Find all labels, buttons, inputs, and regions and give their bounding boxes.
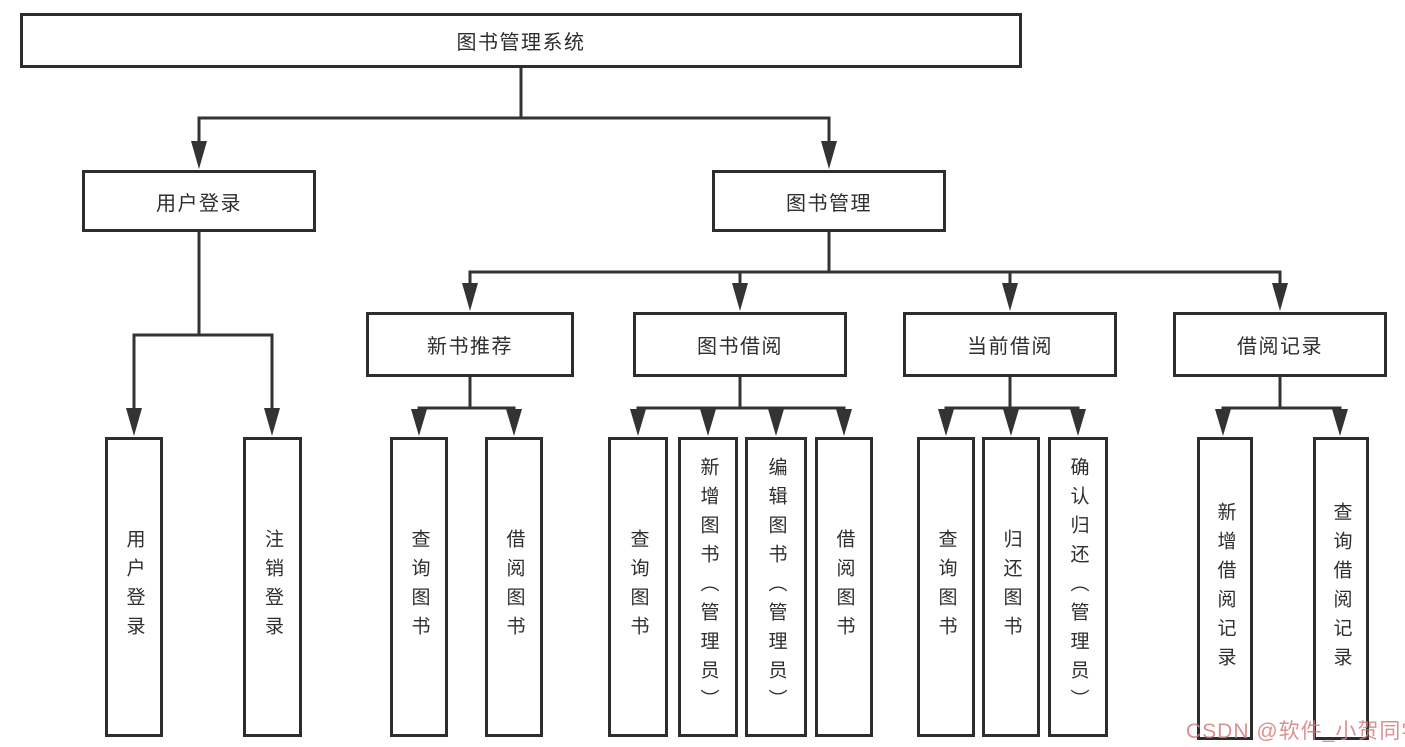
leaf-query-book-current: 查询图书 xyxy=(917,437,975,737)
node-label: 新增借阅记录 xyxy=(1214,501,1236,676)
node-label: 当前借阅 xyxy=(967,336,1053,358)
node-label: 新增图书（管理员） xyxy=(697,456,719,718)
connector-root-to-level2 xyxy=(191,68,837,169)
leaf-borrow-book-recommend: 借阅图书 xyxy=(485,437,543,737)
node-label: 借阅记录 xyxy=(1237,336,1323,358)
node-library-management-system: 图书管理系统 xyxy=(20,13,1022,68)
leaf-confirm-return-admin: 确认归还（管理员） xyxy=(1048,437,1108,737)
leaf-logout: 注销登录 xyxy=(243,437,302,737)
leaf-return-book: 归还图书 xyxy=(982,437,1040,737)
connector-current-borrow-children xyxy=(938,377,1086,436)
leaf-borrow-book: 借阅图书 xyxy=(815,437,873,737)
node-label: 查询图书 xyxy=(408,529,430,645)
leaf-edit-book-admin: 编辑图书（管理员） xyxy=(745,437,807,737)
node-label: 新书推荐 xyxy=(427,336,513,358)
node-user-login: 用户登录 xyxy=(82,170,316,232)
node-label: 查询图书 xyxy=(935,529,957,645)
node-label: 查询图书 xyxy=(627,529,649,645)
node-label: 归还图书 xyxy=(1000,529,1022,645)
connector-book-borrow-children xyxy=(630,377,852,436)
node-label: 确认归还（管理员） xyxy=(1067,456,1089,718)
node-label: 图书管理 xyxy=(786,192,872,215)
connector-user-login-children xyxy=(126,232,280,436)
node-book-borrow: 图书借阅 xyxy=(633,312,847,377)
connector-book-management-children xyxy=(462,232,1288,311)
leaf-query-borrow-record: 查询借阅记录 xyxy=(1313,437,1369,740)
node-label: 图书管理系统 xyxy=(456,32,586,54)
node-label: 图书借阅 xyxy=(697,336,783,358)
node-label: 借阅图书 xyxy=(503,529,525,645)
node-label: 编辑图书（管理员） xyxy=(765,456,787,718)
node-label: 用户登录 xyxy=(123,529,145,645)
node-label: 查询借阅记录 xyxy=(1330,501,1352,676)
node-label: 注销登录 xyxy=(262,529,283,645)
leaf-user-login: 用户登录 xyxy=(105,437,163,737)
leaf-query-book-borrow: 查询图书 xyxy=(608,437,668,737)
node-new-book-recommend: 新书推荐 xyxy=(366,312,574,377)
connector-borrow-records-children xyxy=(1215,377,1348,436)
node-label: 借阅图书 xyxy=(833,529,855,645)
leaf-add-borrow-record: 新增借阅记录 xyxy=(1197,437,1253,740)
node-label: 用户登录 xyxy=(156,192,242,215)
node-borrow-records: 借阅记录 xyxy=(1173,312,1387,377)
node-current-borrow: 当前借阅 xyxy=(903,312,1117,377)
csdn-watermark: CSDN @软件_小贺同学 xyxy=(1186,720,1405,743)
node-book-management: 图书管理 xyxy=(712,170,946,232)
connector-new-book-recommend-children xyxy=(411,377,522,436)
leaf-query-book-recommend: 查询图书 xyxy=(390,437,448,737)
leaf-add-book-admin: 新增图书（管理员） xyxy=(678,437,738,737)
